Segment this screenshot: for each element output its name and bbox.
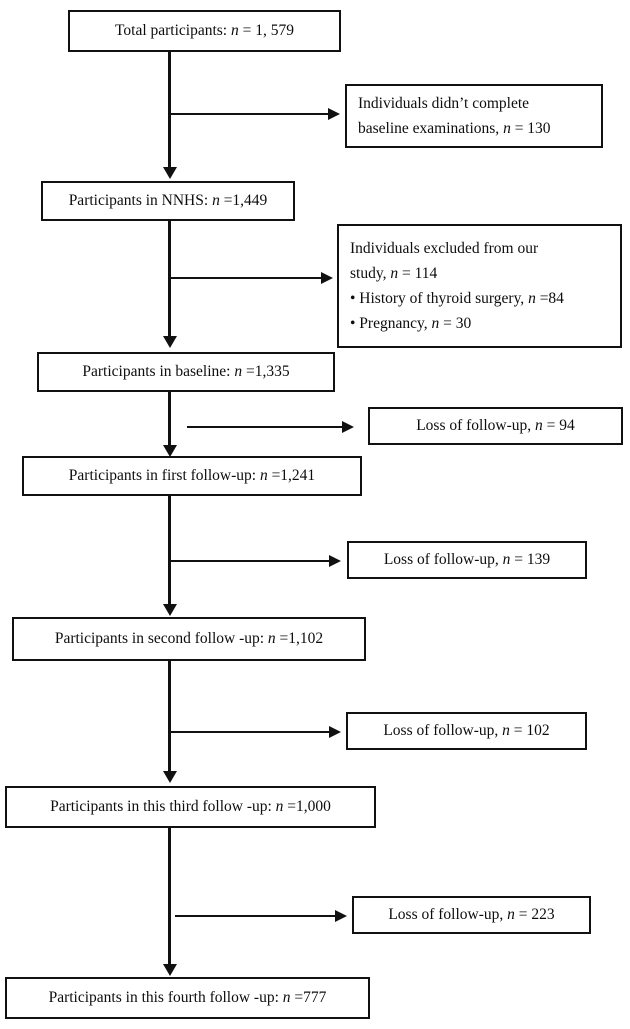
text-segment: Participants in this fourth follow -up: — [48, 989, 283, 1007]
arrowhead-second-to-third — [162, 771, 177, 783]
text-segment: =1,241 — [267, 467, 316, 485]
node-participants-baseline-line1: Participants in baseline: n =1,335 — [82, 359, 289, 384]
node-excluded-study-line1: Individuals excluded from our — [350, 239, 539, 257]
node-loss-followup-2-line1: Loss of follow-up, n = 139 — [384, 547, 550, 572]
node-participants-first-followup: Participants in first follow-up: n =1,24… — [22, 456, 362, 496]
node-participants-second-followup-line1: Participants in second follow -up: n =1,… — [55, 626, 323, 651]
node-excluded-study-bullet-pregnancy: • Pregnancy, n = 30 — [350, 311, 471, 336]
text-italic-n: n — [259, 467, 268, 485]
node-excluded-study-line2: study, n = 114 — [350, 261, 437, 286]
text-segment: Total participants: — [115, 22, 231, 40]
node-participants-baseline: Participants in baseline: n =1,335 — [37, 352, 335, 392]
text-segment: = 139 — [510, 551, 551, 569]
text-italic-n: n — [535, 417, 543, 435]
node-excluded-baseline-line1: Individuals didn’t complete — [358, 94, 530, 112]
node-excluded-baseline: Individuals didn’t complete baseline exa… — [345, 84, 603, 148]
text-segment: = 223 — [514, 906, 555, 924]
text-italic-n: n — [212, 192, 220, 210]
node-participants-first-followup-line1: Participants in first follow-up: n =1,24… — [69, 463, 315, 488]
text-segment: • Pregnancy, — [350, 315, 432, 333]
arrowhead-nnhs-to-baseline — [162, 336, 177, 348]
connector-first-to-second — [168, 496, 171, 606]
node-loss-followup-3: Loss of follow-up, n = 102 — [346, 712, 587, 750]
node-loss-followup-4-line1: Loss of follow-up, n = 223 — [388, 902, 554, 927]
text-segment: Participants in first follow-up: — [68, 467, 260, 485]
text-italic-n: n — [275, 798, 284, 816]
text-segment: =1,335 — [242, 363, 290, 381]
node-total-participants-line1: Total participants: n = 1, 579 — [115, 18, 294, 43]
text-italic-n: n — [528, 290, 536, 307]
node-loss-followup-1-line1: Loss of follow-up, n = 94 — [416, 413, 575, 438]
text-segment: =777 — [290, 989, 327, 1007]
node-excluded-study: Individuals excluded from our study, n =… — [337, 224, 622, 348]
text-segment: =1,000 — [283, 798, 331, 816]
arrowhead-excluded-study — [321, 272, 333, 284]
connector-second-to-third — [168, 661, 171, 773]
node-participants-nnhs: Participants in NNHS: n =1,449 — [41, 181, 295, 221]
text-segment: Loss of follow-up, — [383, 722, 503, 740]
text-segment: Loss of follow-up, — [416, 417, 536, 435]
arrowhead-third-to-fourth — [162, 964, 177, 976]
text-segment: Participants in second follow -up: — [54, 630, 268, 648]
text-italic-n: n — [282, 989, 291, 1007]
text-segment: Participants in this third follow -up: — [50, 798, 276, 816]
text-italic-n: n — [507, 906, 515, 924]
text-segment: study, — [350, 264, 391, 282]
text-segment: Participants in baseline: — [82, 363, 235, 381]
node-loss-followup-2: Loss of follow-up, n = 139 — [347, 541, 587, 579]
text-segment: Loss of follow-up, — [388, 906, 508, 924]
text-italic-n: n — [502, 551, 511, 569]
arrowhead-loss-1 — [342, 421, 354, 433]
text-segment: =1,449 — [219, 192, 268, 210]
node-loss-followup-1: Loss of follow-up, n = 94 — [368, 407, 623, 445]
connector-branch-loss-4 — [175, 915, 336, 917]
text-segment: =1,102 — [275, 630, 324, 648]
node-excluded-study-bullet-thyroid-surgery: • History of thyroid surgery, n =84 — [350, 286, 564, 311]
text-italic-n: n — [390, 264, 399, 282]
connector-baseline-to-first — [168, 392, 171, 448]
node-loss-followup-3-line1: Loss of follow-up, n = 102 — [383, 718, 549, 743]
arrowhead-total-to-nnhs — [162, 167, 177, 179]
connector-total-to-nnhs — [168, 52, 171, 169]
arrowhead-loss-4 — [335, 910, 347, 922]
connector-nnhs-to-baseline — [168, 221, 171, 338]
node-participants-second-followup: Participants in second follow -up: n =1,… — [12, 617, 366, 661]
node-total-participants: Total participants: n = 1, 579 — [68, 10, 341, 52]
connector-branch-excluded-baseline — [170, 113, 329, 115]
connector-branch-loss-3 — [171, 731, 330, 733]
connector-third-to-fourth — [168, 828, 171, 966]
text-segment: = 30 — [439, 315, 472, 333]
text-segment: = 102 — [509, 722, 550, 740]
node-participants-third-followup-line1: Participants in this third follow -up: n… — [50, 794, 331, 819]
node-participants-third-followup: Participants in this third follow -up: n… — [5, 786, 376, 828]
arrowhead-baseline-to-first — [162, 445, 177, 457]
text-segment: Participants in NNHS: — [68, 192, 213, 210]
node-participants-fourth-followup: Participants in this fourth follow -up: … — [5, 977, 370, 1019]
node-loss-followup-4: Loss of follow-up, n = 223 — [352, 896, 591, 934]
text-segment: = 114 — [398, 264, 438, 282]
connector-branch-loss-2 — [171, 560, 330, 562]
text-segment: =84 — [535, 290, 564, 307]
node-participants-fourth-followup-line1: Participants in this fourth follow -up: … — [49, 985, 327, 1010]
text-segment: = 94 — [542, 417, 575, 435]
text-italic-n: n — [431, 315, 440, 333]
text-italic-n: n — [502, 722, 510, 740]
connector-branch-excluded-study — [170, 277, 322, 279]
text-italic-n: n — [234, 363, 243, 381]
arrowhead-excluded-baseline — [328, 108, 340, 120]
text-italic-n: n — [503, 120, 511, 137]
connector-branch-loss-1 — [187, 426, 343, 428]
text-italic-n: n — [231, 22, 239, 40]
arrowhead-first-to-second — [162, 604, 177, 616]
arrowhead-loss-3 — [329, 726, 341, 738]
node-participants-nnhs-line1: Participants in NNHS: n =1,449 — [69, 188, 268, 213]
text-italic-n: n — [267, 630, 276, 648]
text-segment: = 130 — [510, 120, 551, 137]
node-excluded-baseline-line2: baseline examinations, n = 130 — [358, 116, 551, 141]
text-segment: baseline examinations, — [358, 120, 504, 137]
text-segment: = 1, 579 — [238, 22, 294, 40]
text-segment: Loss of follow-up, — [383, 551, 503, 569]
text-segment: • History of thyroid surgery, — [350, 290, 529, 307]
arrowhead-loss-2 — [329, 555, 341, 567]
